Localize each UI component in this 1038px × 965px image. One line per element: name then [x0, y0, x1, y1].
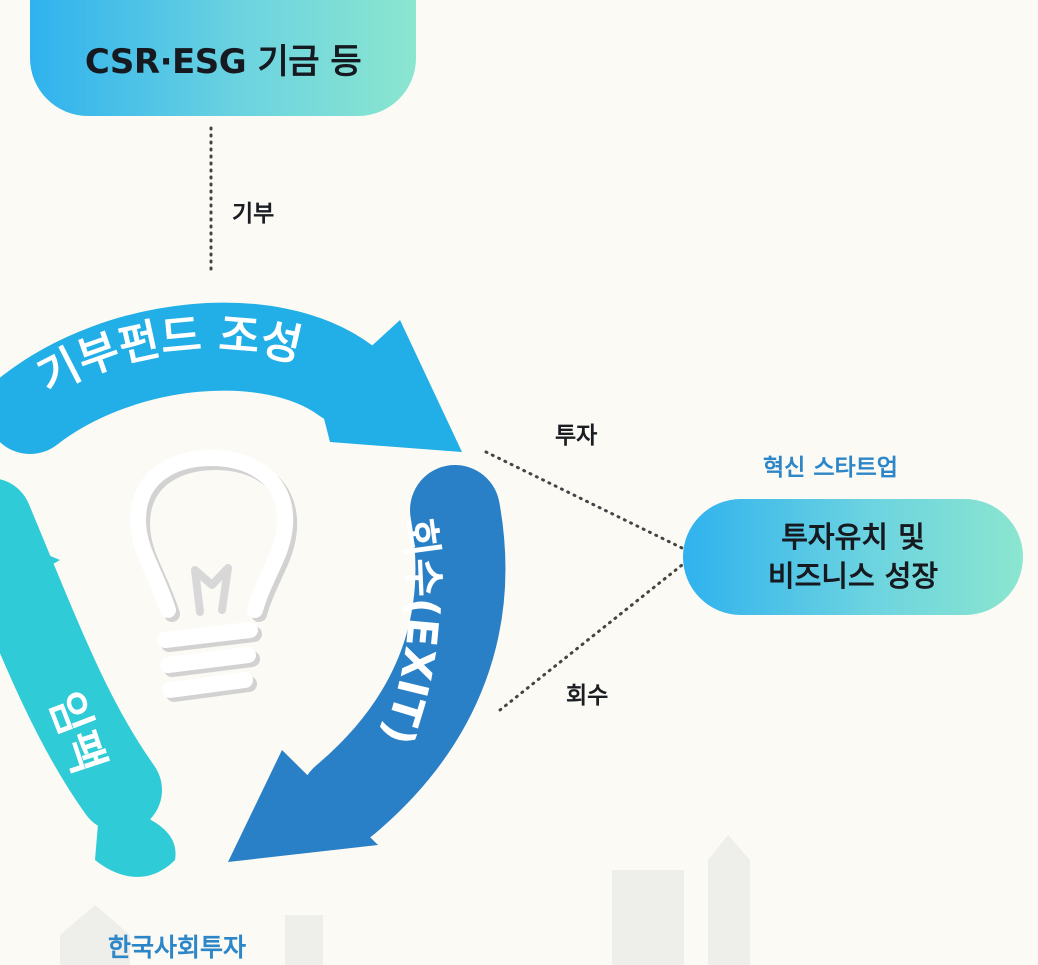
background-buildings: [60, 835, 750, 965]
csr-esg-fund-box: CSR·ESG 기금 등: [30, 0, 416, 116]
arc-fund: 기부펀드 조성: [0, 302, 462, 454]
recover-label: 회수: [566, 683, 609, 709]
dotted-connectors: [209, 126, 684, 712]
lightbulb-icon: [130, 450, 298, 702]
org-name: 한국사회투자: [108, 933, 247, 962]
donation-label: 기부: [232, 201, 275, 227]
invest-label: 투자: [555, 423, 598, 449]
arc-exit: 회수(EXIT): [228, 465, 506, 862]
startup-title: 혁신 스타트업: [763, 455, 898, 481]
invest-line: [484, 450, 684, 550]
startup-growth-box: 투자유치 및 비즈니스 성장: [683, 499, 1023, 615]
